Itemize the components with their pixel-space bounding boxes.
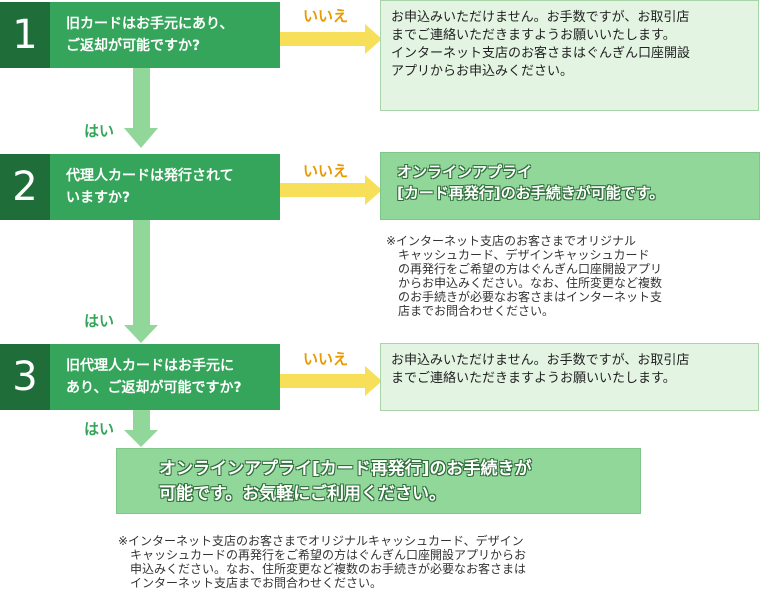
step-number: 3 [0,344,50,410]
no-label-2: いいえ [303,162,349,180]
step-3: 3 旧代理人カードはお手元に あり、ご返却が可能ですか? [0,344,280,410]
yes-label-1: はい [84,122,115,140]
yes-arrows [124,68,158,447]
step-2: 2 代理人カードは発行されて いますか? [0,154,280,220]
step-question: 代理人カードは発行されて いますか? [66,168,234,206]
step-question: 旧代理人カードはお手元に あり、ご返却が可能ですか? [66,358,242,396]
step-number: 1 [0,2,50,68]
final-note: ※インターネット支店のお客さまでオリジナルキャッシュカード、デザイン キャッシュ… [118,534,527,590]
final-outcome-box: オンラインアプライ[カード再発行]のお手続きが 可能です。お気軽にご利用ください… [116,448,641,514]
yes-arrow-1 [124,68,158,148]
step-1: 1 旧カードはお手元にあり、 ご返却が可能ですか? [0,2,280,68]
yes-label-3: はい [84,420,115,438]
no-label-1: いいえ [303,7,349,25]
outcome-box-2: オンラインアプライ [カード再発行]のお手続きが可能です。 [380,152,760,220]
yes-arrow-3 [124,410,158,447]
no-arrow-3 [280,366,382,396]
outcome-box-1: お申込みいただけません。お手数ですが、お取引店 までご連絡いただきますようお願い… [380,0,759,111]
no-label-3: いいえ [303,350,349,368]
yes-arrow-2 [124,220,158,343]
no-arrows [280,24,382,396]
yes-label-2: はい [84,312,115,330]
no-arrow-2 [280,175,382,205]
outcome-note-2: ※インターネット支店のお客さまでオリジナル キャッシュカード、デザインキャッシュ… [386,234,663,318]
outcome-box-3: お申込みいただけません。お手数ですが、お取引店 までご連絡いただきますようお願い… [380,343,759,411]
step-question: 旧カードはお手元にあり、 ご返却が可能ですか? [66,16,234,54]
step-number: 2 [0,154,50,220]
no-arrow-1 [280,24,382,54]
